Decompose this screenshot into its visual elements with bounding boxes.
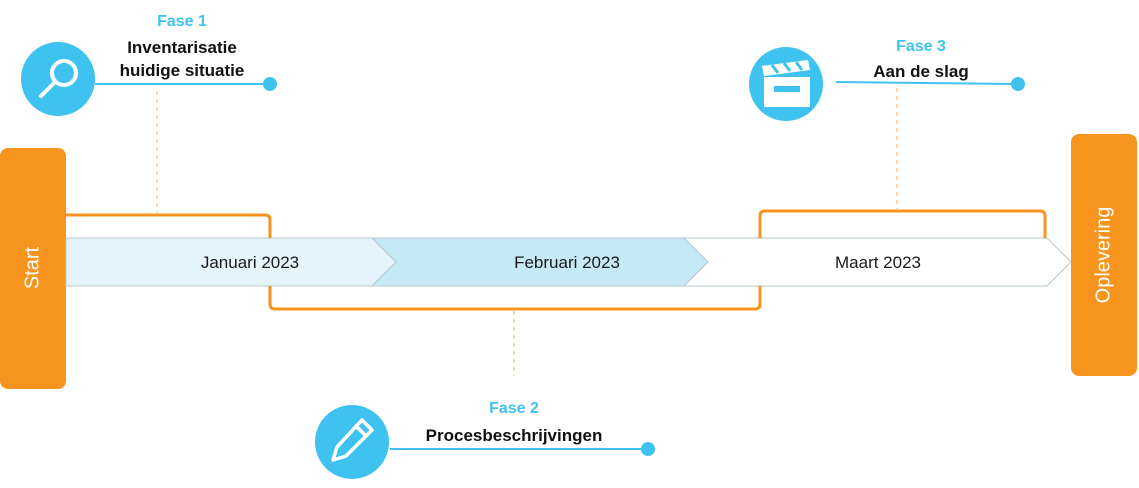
phase-1-icon-circle <box>21 42 95 116</box>
phase-3-line <box>835 81 1019 85</box>
phase-1-title-line1: Inventarisatie <box>127 38 237 57</box>
phase-3-dot <box>1011 77 1025 91</box>
month-march-label: Maart 2023 <box>835 253 921 272</box>
start-bar <box>0 148 66 389</box>
phase-2-label: Fase 2 <box>489 400 539 417</box>
month-march-arrow <box>682 237 1072 287</box>
phase-3: Fase 3 Aan de slag <box>749 38 1025 121</box>
month-arrows: Januari 2023 Februari 2023 Maart 2023 <box>65 237 1072 287</box>
phase-2: Fase 2 Procesbeschrijvingen <box>315 400 655 479</box>
end-label: Oplevering <box>1092 207 1114 304</box>
phase-1-title-line2: huidige situatie <box>120 61 245 80</box>
start-label: Start <box>21 246 43 289</box>
phase-2-title: Procesbeschrijvingen <box>426 426 603 445</box>
phase-2-icon-circle <box>315 405 389 479</box>
end-block: Oplevering <box>1071 134 1137 376</box>
magnifier-icon <box>39 59 78 98</box>
start-block: Start <box>0 148 66 389</box>
phase-2-dot <box>641 442 655 456</box>
phase-1-label: Fase 1 <box>157 13 207 30</box>
phase-1-bracket <box>66 213 272 238</box>
phase-1: Fase 1 Inventarisatie huidige situatie <box>21 13 277 116</box>
phase-2-bracket <box>268 286 762 311</box>
dashed-connectors <box>156 88 898 376</box>
clapperboard-icon <box>762 60 810 107</box>
phase-brackets <box>66 209 1047 311</box>
phase-3-bracket <box>758 209 1047 238</box>
pencil-icon <box>331 418 374 462</box>
phase-1-dot <box>263 77 277 91</box>
month-january-label: Januari 2023 <box>201 253 299 272</box>
phase-3-label: Fase 3 <box>896 38 946 55</box>
phase-3-title: Aan de slag <box>873 62 968 81</box>
end-bar <box>1071 134 1137 376</box>
month-february-label: Februari 2023 <box>514 253 620 272</box>
